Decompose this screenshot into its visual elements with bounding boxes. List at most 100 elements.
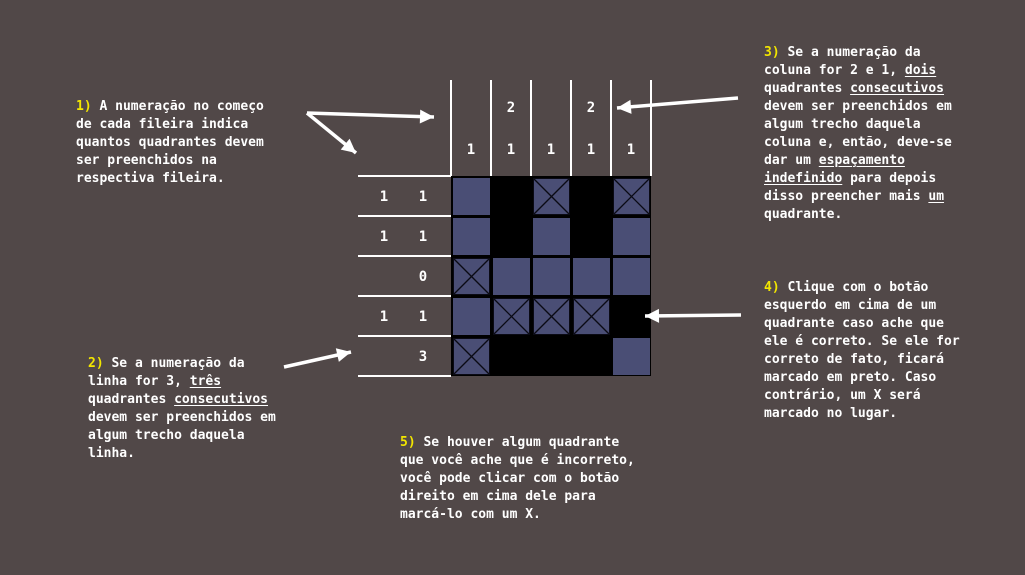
note-text: quadrante caso ache que	[764, 316, 945, 331]
cell-filled[interactable]	[493, 178, 530, 215]
cell-empty[interactable]	[453, 218, 490, 255]
x-mark-icon	[573, 298, 610, 335]
cell-filled[interactable]	[613, 298, 650, 335]
emphasis-text: dois	[904, 63, 937, 78]
arrow-to-column-clue-two-head	[617, 99, 632, 114]
note-text: coluna for 2 e 1,	[764, 63, 905, 78]
column-clue-number: 1	[467, 142, 475, 158]
emphasis-text: espaçamento	[818, 153, 905, 168]
note-5: 5) Se houver algum quadrante que você ac…	[400, 434, 635, 524]
cell-empty[interactable]	[613, 258, 650, 295]
note-2: 2) Se a numeração da linha for 3, três q…	[88, 355, 276, 463]
column-clue-number: 1	[547, 142, 555, 158]
note-number: 3)	[764, 45, 780, 60]
cell-filled[interactable]	[573, 218, 610, 255]
note-text: ser preenchidos na	[76, 153, 217, 168]
x-mark-icon	[453, 338, 490, 375]
note-text: algum trecho daquela	[88, 428, 245, 443]
row-clue-number: 1	[380, 309, 388, 325]
arrow-to-grid-cell	[644, 313, 742, 318]
note-text: devem ser preenchidos em	[764, 99, 952, 114]
row-clue-number: 1	[419, 229, 427, 245]
x-mark-frame	[453, 258, 490, 295]
note-text: ele é correto. Se ele for	[764, 334, 960, 349]
x-mark-icon	[453, 258, 490, 295]
emphasis-text: indefinido	[764, 171, 843, 186]
note-text: linha for 3,	[88, 374, 190, 389]
note-text: Clique com o botão	[779, 280, 929, 295]
x-mark-frame	[613, 178, 650, 215]
row-clue-number: 1	[419, 189, 427, 205]
note-text: marcá-lo com um X.	[400, 507, 541, 522]
row-clue-number: 1	[380, 189, 388, 205]
note-text: Se houver algum quadrante	[415, 435, 620, 450]
emphasis-text: três	[189, 374, 222, 389]
column-clue-number: 1	[507, 142, 515, 158]
row-clue-number: 1	[380, 229, 388, 245]
note-text: direito em cima dele para	[400, 489, 596, 504]
note-text: contrário, um X será	[764, 388, 921, 403]
note-text: Se a numeração da	[779, 45, 921, 60]
column-clue-number: 2	[587, 100, 595, 116]
note-text: esquerdo em cima de um	[764, 298, 937, 313]
note-number: 5)	[400, 435, 416, 450]
cell-filled[interactable]	[573, 178, 610, 215]
emphasis-text: consecutivos	[850, 81, 945, 96]
note-text: quantos quadrantes devem	[76, 135, 264, 150]
x-mark-icon	[613, 178, 650, 215]
cell-filled[interactable]	[573, 338, 610, 375]
emphasis-text: um	[928, 189, 945, 204]
note-text: algum trecho daquela	[764, 117, 921, 132]
note-text: disso preencher mais	[764, 189, 929, 204]
note-text: respectiva fileira.	[76, 171, 225, 186]
note-number: 4)	[764, 280, 780, 295]
cell-filled[interactable]	[493, 338, 530, 375]
row-clue-number: 0	[419, 269, 427, 285]
cell-filled[interactable]	[533, 338, 570, 375]
cell-empty[interactable]	[533, 218, 570, 255]
note-text: A numeração no começo	[91, 99, 264, 114]
x-mark-frame	[533, 178, 570, 215]
note-4: 4) Clique com o botão esquerdo em cima d…	[764, 279, 960, 423]
note-text: que você ache que é incorreto,	[400, 453, 635, 468]
note-number: 2)	[88, 356, 104, 371]
note-text: quadrante.	[764, 207, 843, 222]
note-text: marcado no lugar.	[764, 406, 898, 421]
cell-empty[interactable]	[453, 298, 490, 335]
cell-empty[interactable]	[493, 258, 530, 295]
x-mark-frame	[533, 298, 570, 335]
cell-empty[interactable]	[613, 218, 650, 255]
note-text: quadrantes	[764, 81, 851, 96]
arrow-to-column-clue-two	[616, 96, 739, 110]
cell-empty[interactable]	[573, 258, 610, 295]
row-clue-number: 1	[419, 309, 427, 325]
cell-empty[interactable]	[453, 178, 490, 215]
note-text: para depois	[842, 171, 937, 186]
cell-empty[interactable]	[533, 258, 570, 295]
note-text: correto de fato, ficará	[764, 352, 945, 367]
arrow-to-column-clues	[306, 111, 435, 119]
arrow-to-grid-cell-head	[645, 308, 660, 323]
note-text: marcado em preto. Caso	[764, 370, 937, 385]
note-text: dar um	[764, 153, 819, 168]
emphasis-text: consecutivos	[174, 392, 269, 407]
x-mark-frame	[573, 298, 610, 335]
note-text: Se a numeração da	[103, 356, 245, 371]
column-clue-number: 1	[587, 142, 595, 158]
x-mark-icon	[493, 298, 530, 335]
note-text: coluna e, então, deve-se	[764, 135, 952, 150]
x-mark-frame	[453, 338, 490, 375]
cell-empty[interactable]	[613, 338, 650, 375]
column-clue-number: 1	[627, 142, 635, 158]
arrow-to-row-clues-head	[340, 138, 356, 153]
note-1: 1) A numeração no começo de cada fileira…	[76, 98, 264, 188]
note-text: linha.	[88, 446, 135, 461]
x-mark-icon	[533, 298, 570, 335]
note-text: quadrantes	[88, 392, 175, 407]
x-mark-icon	[533, 178, 570, 215]
note-text: devem ser preenchidos em	[88, 410, 276, 425]
note-3: 3) Se a numeração da coluna for 2 e 1, d…	[764, 44, 952, 224]
x-mark-frame	[493, 298, 530, 335]
cell-filled[interactable]	[493, 218, 530, 255]
